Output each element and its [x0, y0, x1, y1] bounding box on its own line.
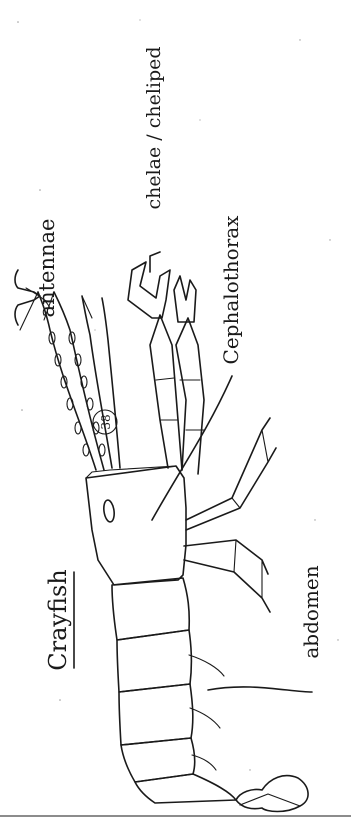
walking-leg-joint	[232, 430, 268, 598]
claw-lower	[174, 276, 196, 322]
claw-upper	[128, 262, 170, 318]
antennae	[20, 292, 120, 470]
label-antennae: antennae	[35, 219, 59, 318]
swimmeret	[192, 755, 216, 770]
chelipeds	[128, 262, 204, 474]
abdomen-segment-2	[117, 630, 191, 692]
label-abdomen: abdomen	[299, 565, 323, 658]
abdomen-segment-3	[119, 684, 193, 745]
abdomen-leader	[208, 687, 312, 692]
tail-fan	[236, 776, 308, 812]
cheliped-arm-upper	[150, 315, 182, 470]
chelae-leader	[150, 252, 160, 272]
antennule-beads	[49, 332, 105, 456]
swimmeret	[190, 708, 220, 728]
label-cephalothorax: Cephalothorax	[219, 215, 243, 365]
carapace-outline	[86, 466, 186, 585]
abdomen-segment-5	[135, 774, 236, 803]
page-number: 38	[99, 414, 113, 429]
crayfish-body	[86, 466, 308, 812]
walking-leg	[184, 540, 268, 574]
walking-legs	[184, 418, 276, 612]
label-chelae-cheliped: chelae / cheliped	[143, 46, 165, 209]
eye	[103, 499, 116, 522]
walking-leg	[184, 560, 270, 612]
telson	[240, 794, 300, 806]
abdomen-segment-1	[112, 578, 189, 640]
diagram-title: Crayfish	[44, 569, 72, 670]
swimmeret	[189, 655, 224, 676]
antenna	[102, 298, 120, 468]
claw-segment-lines	[156, 378, 204, 430]
title-group: Crayfish	[44, 569, 74, 670]
